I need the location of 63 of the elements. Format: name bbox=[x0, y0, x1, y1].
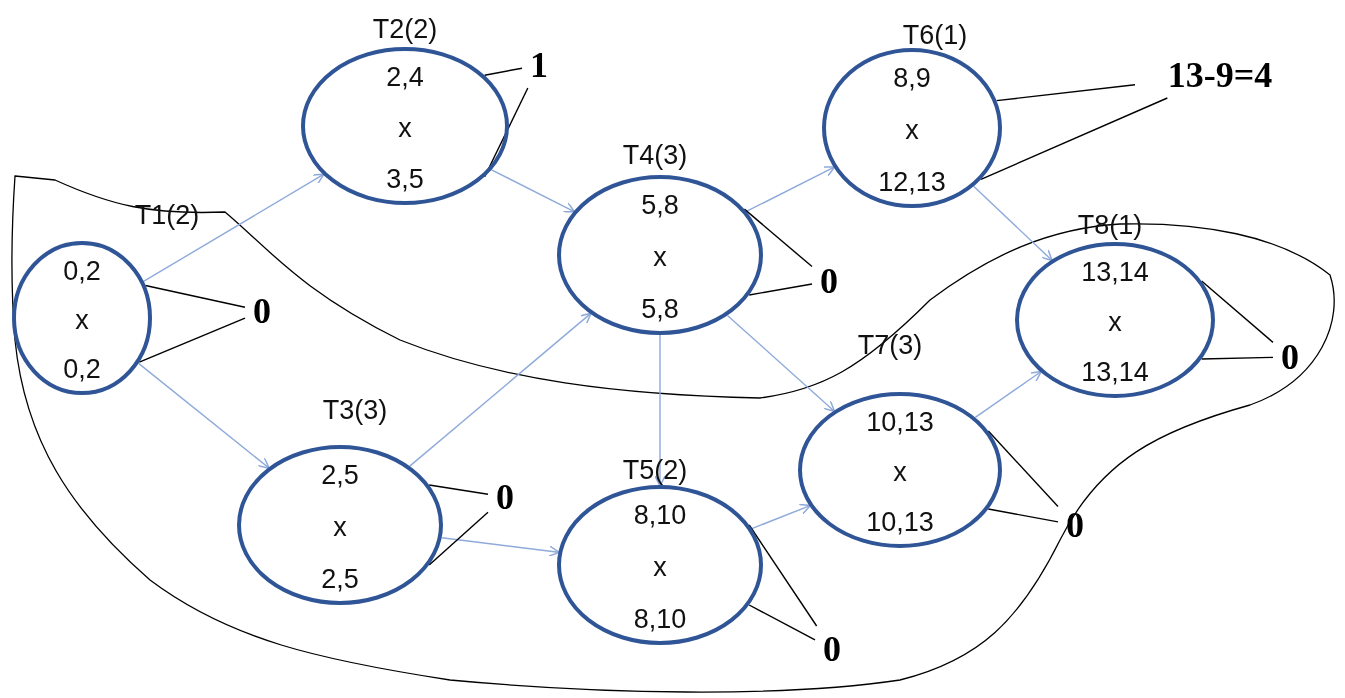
time-label: 8,9 bbox=[893, 62, 931, 94]
leader-line bbox=[428, 511, 489, 566]
leader-line bbox=[748, 283, 813, 296]
slack-value: 0 bbox=[1273, 334, 1307, 380]
arrow bbox=[409, 312, 592, 467]
time-label: 8,10 bbox=[633, 603, 687, 635]
task-label: T2(2) bbox=[372, 14, 438, 44]
arrow bbox=[490, 169, 576, 213]
time-label: 8,10 bbox=[633, 499, 687, 531]
x-label: x bbox=[75, 304, 89, 336]
time-label: 0,2 bbox=[63, 255, 101, 287]
time-label: 5,8 bbox=[641, 293, 679, 325]
slack-value: 0 bbox=[1058, 502, 1092, 548]
leader-line bbox=[144, 284, 246, 308]
time-label: 0,2 bbox=[63, 353, 101, 385]
time-label: 13,14 bbox=[1081, 256, 1149, 288]
task-label: T3(3) bbox=[322, 395, 388, 425]
leader-line bbox=[138, 317, 246, 363]
leader-line bbox=[428, 484, 489, 495]
arrow bbox=[751, 503, 812, 530]
leader-line bbox=[1200, 280, 1274, 344]
slack-value: 0 bbox=[488, 474, 522, 520]
arrow bbox=[441, 537, 561, 557]
x-label: x bbox=[398, 112, 412, 144]
task-label: T5(2) bbox=[622, 455, 688, 485]
time-label: 10,13 bbox=[866, 406, 934, 438]
task-label: T6(1) bbox=[902, 20, 968, 50]
slack-value: 1 bbox=[522, 42, 556, 88]
arrow bbox=[137, 362, 270, 469]
slack-value: 0 bbox=[815, 626, 849, 672]
leader-line bbox=[995, 84, 1136, 102]
leader-line bbox=[980, 97, 1169, 181]
leader-line bbox=[483, 67, 523, 76]
arrow bbox=[726, 314, 836, 413]
slack-value: 13-9=4 bbox=[1135, 52, 1305, 98]
leader-line bbox=[987, 430, 1059, 508]
time-label: 2,5 bbox=[321, 563, 359, 595]
arrow bbox=[745, 166, 836, 213]
time-label: 12,13 bbox=[878, 166, 946, 198]
leader-line bbox=[1200, 356, 1274, 360]
arrow bbox=[974, 370, 1043, 419]
x-label: x bbox=[653, 241, 667, 273]
slack-value: 0 bbox=[245, 290, 279, 332]
x-label: x bbox=[653, 551, 667, 583]
arrow bbox=[142, 173, 325, 283]
time-label: 10,13 bbox=[866, 506, 934, 538]
x-label: x bbox=[1108, 306, 1122, 338]
task-label: T4(3) bbox=[622, 140, 688, 170]
time-label: 2,5 bbox=[321, 459, 359, 491]
x-label: x bbox=[893, 456, 907, 488]
leader-line bbox=[743, 208, 813, 268]
time-label: 2,4 bbox=[386, 61, 424, 93]
x-label: x bbox=[333, 511, 347, 543]
leader-line bbox=[987, 508, 1059, 523]
time-label: 13,14 bbox=[1081, 356, 1149, 388]
slack-value: 0 bbox=[812, 258, 846, 304]
arrow bbox=[972, 185, 1053, 262]
x-label: x bbox=[905, 114, 919, 146]
arrow bbox=[654, 334, 666, 487]
leader-line bbox=[748, 524, 818, 627]
time-label: 5,8 bbox=[641, 189, 679, 221]
time-label: 3,5 bbox=[386, 163, 424, 195]
leader-line bbox=[748, 604, 816, 641]
